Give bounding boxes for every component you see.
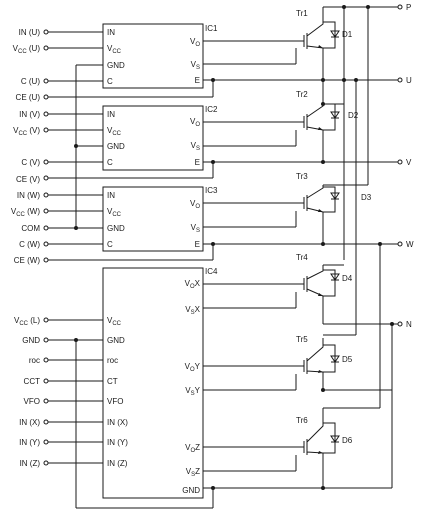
terminal-label-vcc-l: VCC (L)	[14, 316, 40, 327]
ic3-pin-in: IN	[107, 191, 115, 200]
right-wires	[203, 6, 398, 489]
switch-tr6: Tr6 D6	[296, 416, 353, 455]
terminal-label-in-y: IN (Y)	[19, 438, 40, 447]
tr2-label: Tr2	[296, 90, 308, 99]
ic4-pin-iny: IN (Y)	[107, 438, 128, 447]
ic4-label: IC4	[205, 267, 218, 276]
ic3-pin-vs: VS	[191, 223, 200, 234]
terminal-label-ce-u: CE (U)	[16, 93, 41, 102]
ic1-pin-c: C	[107, 77, 113, 86]
d2-label: D2	[348, 111, 359, 120]
terminal-label-vfo: VFO	[24, 397, 40, 406]
terminal-label-in-z: IN (Z)	[20, 459, 41, 468]
ic4-pin-gnd-out: GND	[182, 486, 200, 495]
ic4-pin-roc: roc	[107, 356, 118, 365]
ic1: IC1 IN VCC GND C VO VS E	[102, 23, 218, 89]
switch-tr4: Tr4 D4	[296, 253, 353, 297]
terminal-label-in-v: IN (V)	[19, 110, 40, 119]
ic4-pin-inx: IN (X)	[107, 418, 128, 427]
terminal-label-in-x: IN (X)	[19, 418, 40, 427]
ic2: IC2 IN VCC GND C VO VS E	[102, 105, 218, 171]
ic4-pin-vcc: VCC	[107, 316, 122, 327]
ic3-pin-e: E	[195, 240, 200, 249]
ic1-pin-gnd: GND	[107, 61, 125, 70]
d1-label: D1	[342, 30, 353, 39]
tr6-label: Tr6	[296, 416, 308, 425]
ic3-pin-vo: VO	[190, 199, 200, 210]
ic3-pin-vcc: VCC	[107, 207, 122, 218]
terminal-label-c-w: C (W)	[19, 240, 40, 249]
ic3-pin-c: C	[107, 240, 113, 249]
ic4-pin-vfo: VFO	[107, 397, 123, 406]
d4-label: D4	[342, 274, 353, 283]
terminal-label-vcc-w: VCC (W)	[11, 207, 40, 218]
ic3-label: IC3	[205, 186, 218, 195]
terminal-label-gnd: GND	[22, 336, 40, 345]
junctions	[74, 5, 394, 490]
terminal-label-c-u: C (U)	[21, 77, 40, 86]
ic4-pin-vox: VOX	[185, 279, 201, 290]
ic4-pin-inz: IN (Z)	[107, 459, 128, 468]
tr5-label: Tr5	[296, 335, 308, 344]
ic2-pin-e: E	[195, 158, 200, 167]
ic4-pin-voy: VOY	[185, 362, 201, 373]
terminal-label-ce-v: CE (V)	[16, 175, 40, 184]
ic2-pin-c: C	[107, 158, 113, 167]
switch-tr3: Tr3 D3	[296, 172, 372, 213]
ic1-pin-vcc: VCC	[107, 44, 122, 55]
ic4: IC4 VCC GND roc CT VFO IN (X) IN (Y) IN …	[102, 267, 218, 499]
terminal-label-roc: roc	[29, 356, 40, 365]
ic4-pin-vsz: VSZ	[186, 467, 200, 478]
ic1-pin-vs: VS	[191, 60, 200, 71]
d3-label: D3	[361, 193, 372, 202]
tr1-label: Tr1	[296, 9, 308, 18]
d6-label: D6	[342, 436, 353, 445]
left-terminal-labels: IN (U) VCC (U) C (U) CE (U) IN (V) VCC (…	[11, 28, 40, 468]
tr3-label: Tr3	[296, 172, 308, 181]
terminal-label-vcc-u: VCC (U)	[13, 44, 41, 55]
terminal-label-in-w: IN (W)	[17, 191, 40, 200]
tr4-label: Tr4	[296, 253, 308, 262]
ic1-pin-e: E	[195, 76, 200, 85]
ic2-pin-vo: VO	[190, 117, 200, 128]
terminal-label-vcc-v: VCC (V)	[13, 126, 40, 137]
terminal-label-cct: CCT	[24, 377, 41, 386]
terminal-label-u: U	[406, 76, 412, 85]
terminal-label-com: COM	[21, 224, 40, 233]
ic2-pin-gnd: GND	[107, 142, 125, 151]
terminal-label-n: N	[406, 320, 412, 329]
terminal-label-in-u: IN (U)	[19, 28, 41, 37]
ic2-pin-vs: VS	[191, 141, 200, 152]
terminal-label-w: W	[406, 240, 414, 249]
ic4-pin-vsy: VSY	[185, 386, 200, 397]
ic2-pin-vcc: VCC	[107, 126, 122, 137]
terminal-label-v: V	[406, 158, 412, 167]
ic3-pin-gnd: GND	[107, 224, 125, 233]
terminal-label-ce-w: CE (W)	[14, 256, 41, 265]
right-terminals: P U V W N	[397, 3, 414, 329]
switch-tr1: Tr1 D1	[296, 9, 353, 49]
ic1-label: IC1	[205, 24, 218, 33]
ic2-pin-in: IN	[107, 110, 115, 119]
ic1-pin-vo: VO	[190, 37, 200, 48]
ic2-label: IC2	[205, 105, 218, 114]
ic4-pin-voz: VOZ	[185, 443, 200, 454]
ic3: IC3 IN VCC GND C VO VS E	[102, 186, 218, 252]
switch-tr2: Tr2 D2	[296, 90, 359, 131]
switch-tr5: Tr5 D5	[296, 335, 353, 374]
ic4-pin-ct: CT	[107, 377, 118, 386]
ic4-pin-vsx: VSX	[185, 305, 200, 316]
d5-label: D5	[342, 355, 353, 364]
terminal-label-p: P	[406, 3, 411, 12]
ic1-pin-in: IN	[107, 28, 115, 37]
left-terminals	[43, 29, 49, 466]
terminal-label-c-v: C (V)	[21, 158, 40, 167]
ic4-pin-gnd: GND	[107, 336, 125, 345]
